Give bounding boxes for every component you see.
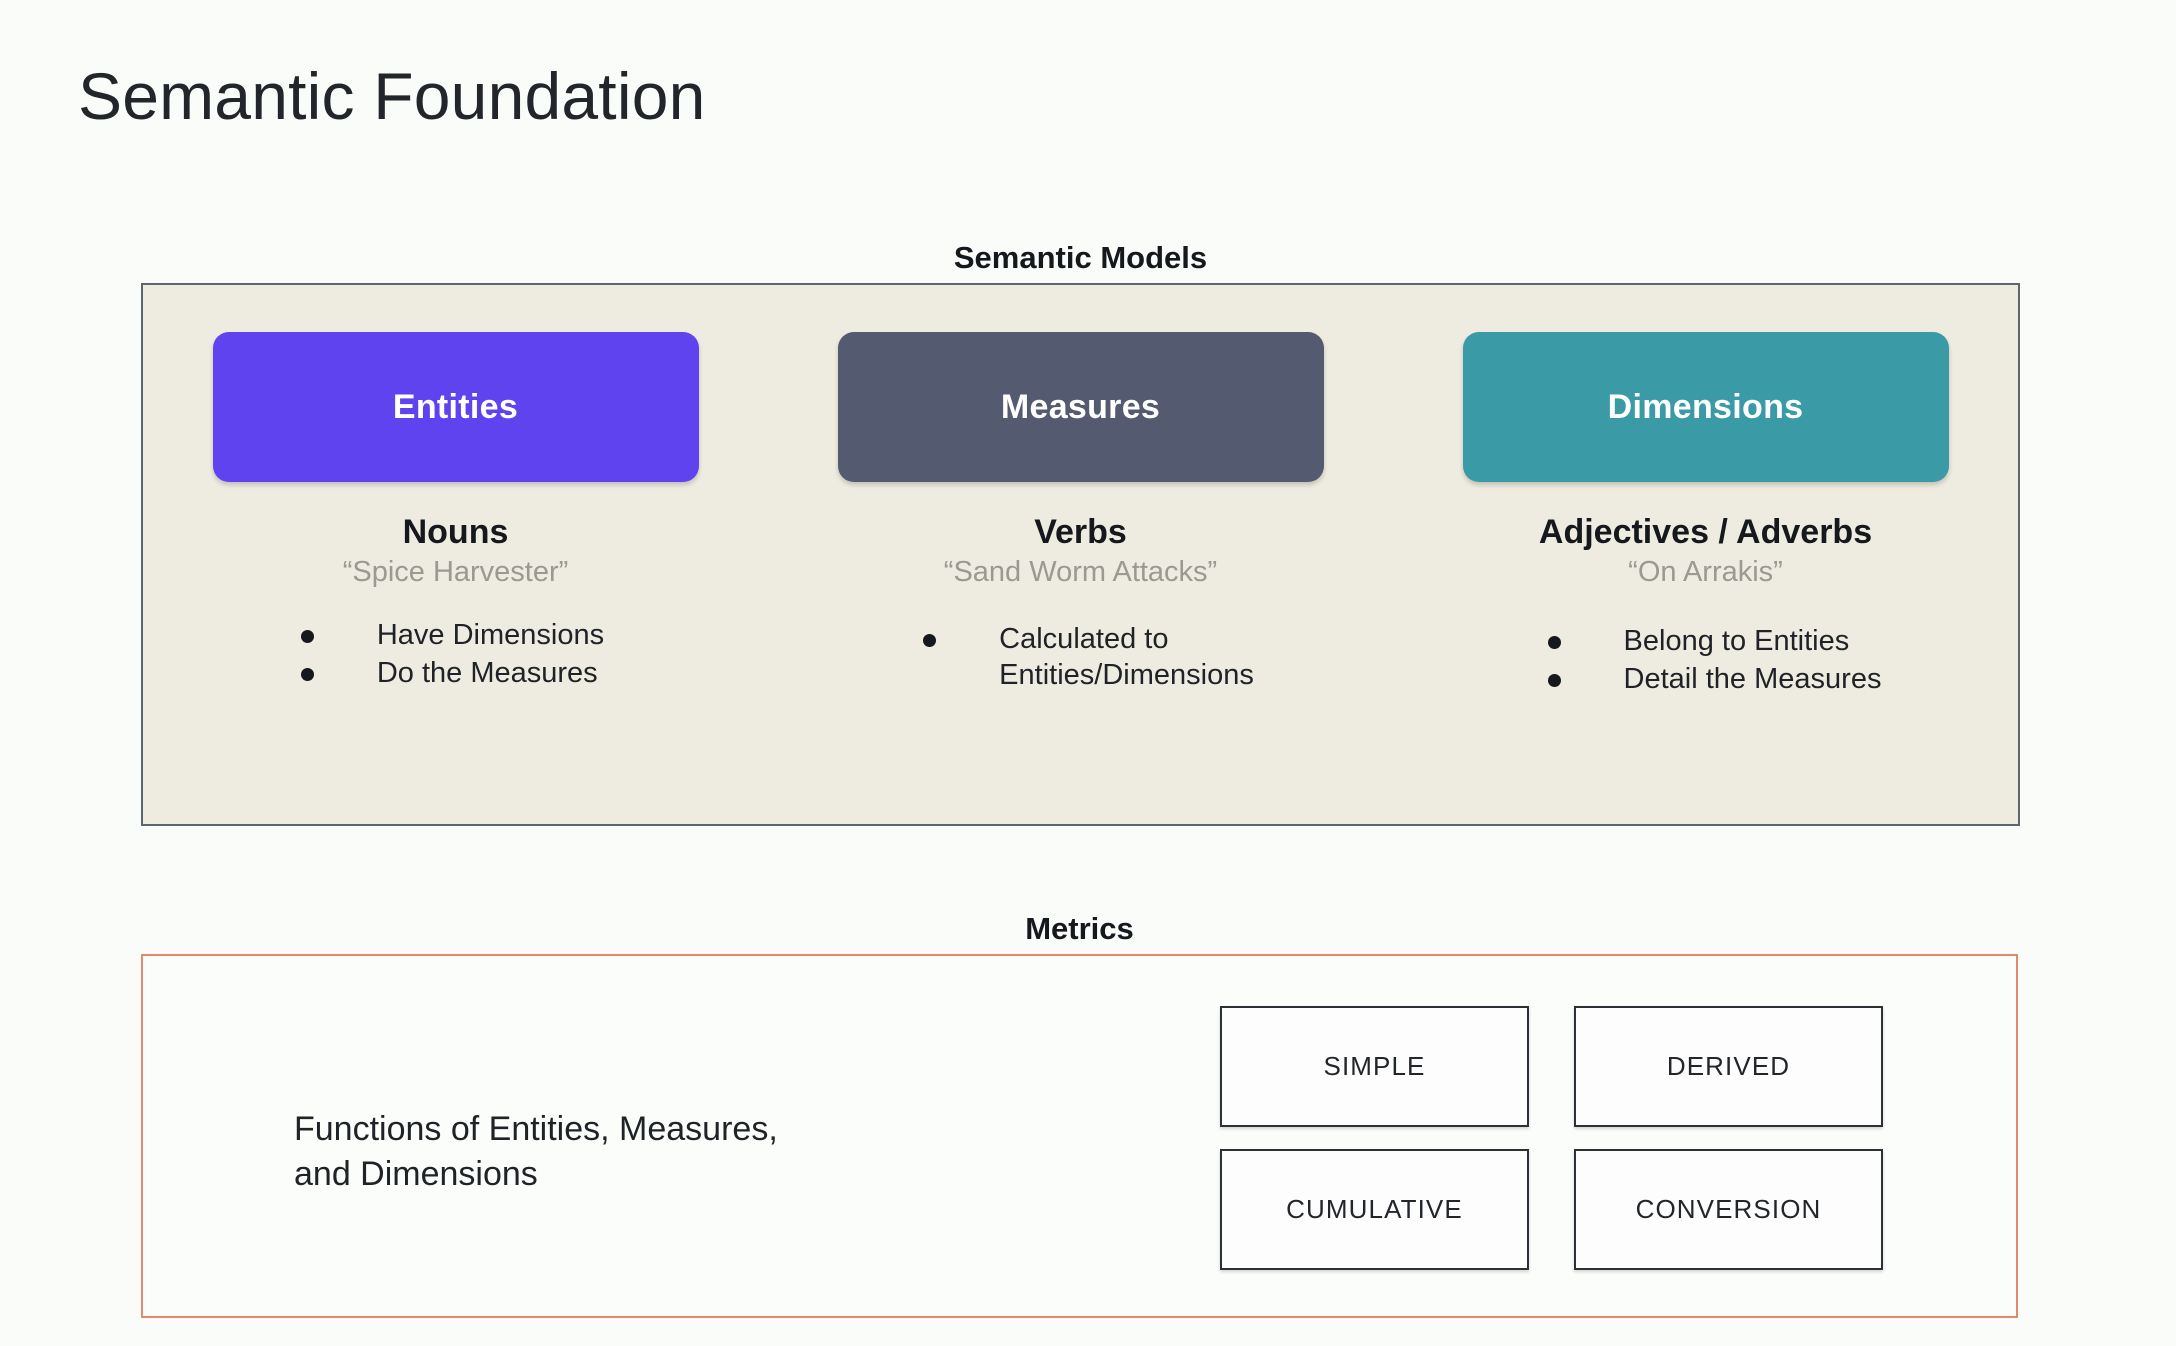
semantic-models-grid: Entities Nouns “Spice Harvester” Have Di… (143, 285, 2018, 824)
bullet-list-dimensions: Belong to Entities Detail the Measures (1547, 623, 1882, 700)
chip-dimensions[interactable]: Dimensions (1462, 332, 1949, 482)
example-entities: “Spice Harvester” (342, 555, 569, 588)
part-of-speech-measures: Verbs (1034, 513, 1127, 551)
semantic-models-heading: Semantic Models (953, 240, 1208, 275)
metric-type-grid: SIMPLE DERIVED CUMULATIVE CONVERSION (1220, 1006, 1883, 1270)
metrics-heading: Metrics (1025, 911, 1134, 946)
list-item: Detail the Measures (1547, 661, 1881, 698)
metrics-panel: Functions of Entities, Measures, and Dim… (141, 954, 2018, 1318)
part-of-speech-dimensions: Adjectives / Adverbs (1538, 513, 1873, 551)
page-title: Semantic Foundation (78, 59, 706, 133)
semantic-models-panel: Entities Nouns “Spice Harvester” Have Di… (141, 283, 2020, 826)
part-of-speech-entities: Nouns (402, 513, 509, 551)
metric-type-cumulative[interactable]: CUMULATIVE (1220, 1149, 1529, 1270)
example-measures: “Sand Worm Attacks” (943, 555, 1218, 588)
list-item: Have Dimensions (300, 617, 604, 654)
list-item: Calculated to Entities/Dimensions (923, 621, 1254, 694)
list-item: Belong to Entities (1547, 623, 1882, 660)
bullet-list-entities: Have Dimensions Do the Measures (300, 617, 604, 694)
chip-measures[interactable]: Measures (837, 332, 1324, 482)
metric-type-simple[interactable]: SIMPLE (1220, 1006, 1529, 1127)
chip-entities[interactable]: Entities (212, 332, 699, 482)
list-item: Do the Measures (300, 655, 604, 692)
metrics-description: Functions of Entities, Measures, and Dim… (294, 1110, 778, 1194)
model-column-entities: Entities Nouns “Spice Harvester” Have Di… (143, 285, 768, 824)
metric-type-derived[interactable]: DERIVED (1574, 1006, 1883, 1127)
bullet-list-measures: Calculated to Entities/Dimensions (923, 621, 1254, 696)
metric-type-conversion[interactable]: CONVERSION (1574, 1149, 1883, 1270)
model-column-measures: Measures Verbs “Sand Worm Attacks” Calcu… (768, 285, 1393, 824)
model-column-dimensions: Dimensions Adjectives / Adverbs “On Arra… (1393, 285, 2018, 824)
example-dimensions: “On Arrakis” (1628, 555, 1783, 588)
